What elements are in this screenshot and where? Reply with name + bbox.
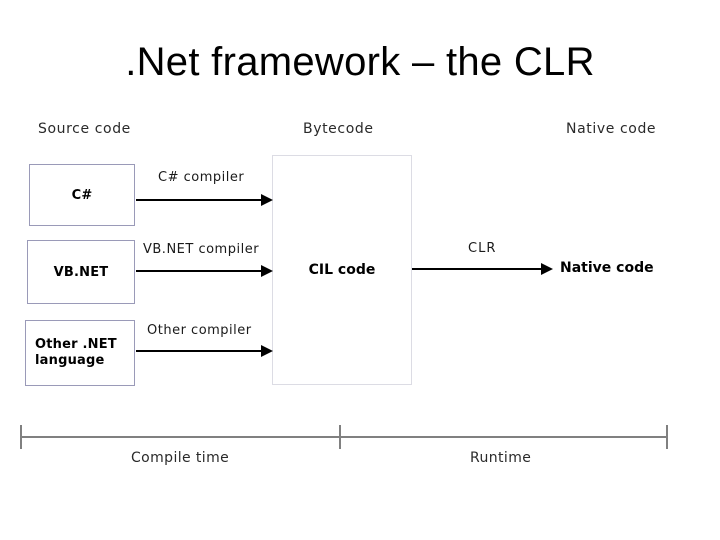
arrowhead-icon bbox=[541, 263, 553, 275]
arrow-shaft bbox=[412, 268, 541, 270]
center-box-cil-code-label: CIL code bbox=[308, 262, 376, 278]
timeline-tick-middle bbox=[339, 425, 341, 449]
arrow-csharp-compiler bbox=[136, 194, 273, 206]
column-header-source-code: Source code bbox=[38, 121, 131, 137]
arrow-vbnet-compiler bbox=[136, 265, 273, 277]
arrow-label-vbnet-compiler: VB.NET compiler bbox=[143, 242, 260, 257]
timeline-label-compile-time: Compile time bbox=[131, 450, 230, 466]
arrow-other-compiler bbox=[136, 345, 273, 357]
arrow-shaft bbox=[136, 270, 261, 272]
source-box-other-label-line1: Other .NET bbox=[35, 337, 117, 353]
column-header-bytecode: Bytecode bbox=[303, 121, 374, 137]
arrowhead-icon bbox=[261, 194, 273, 206]
arrowhead-icon bbox=[261, 345, 273, 357]
timeline-tick-end bbox=[666, 425, 668, 449]
output-native-code: Native code bbox=[560, 260, 654, 276]
arrow-clr bbox=[412, 263, 553, 275]
arrow-shaft bbox=[136, 199, 261, 201]
center-box-cil-code: CIL code bbox=[272, 155, 412, 385]
arrow-label-csharp-compiler: C# compiler bbox=[158, 170, 245, 185]
timeline-tick-start bbox=[20, 425, 22, 449]
source-box-csharp-label: C# bbox=[71, 187, 93, 203]
page-title: .Net framework – the CLR bbox=[125, 40, 595, 84]
source-box-other-dotnet-language: Other .NET language bbox=[25, 320, 135, 386]
arrow-label-other-compiler: Other compiler bbox=[147, 323, 252, 338]
source-box-other-label-line2: language bbox=[35, 353, 105, 368]
source-box-vbnet: VB.NET bbox=[27, 240, 135, 304]
arrow-shaft bbox=[136, 350, 261, 352]
source-box-vbnet-label: VB.NET bbox=[53, 264, 109, 280]
timeline-label-runtime: Runtime bbox=[470, 450, 532, 466]
arrowhead-icon bbox=[261, 265, 273, 277]
timeline-axis bbox=[20, 436, 668, 438]
arrow-label-clr: CLR bbox=[468, 241, 497, 256]
source-box-csharp: C# bbox=[29, 164, 135, 226]
column-header-native-code: Native code bbox=[566, 121, 657, 137]
